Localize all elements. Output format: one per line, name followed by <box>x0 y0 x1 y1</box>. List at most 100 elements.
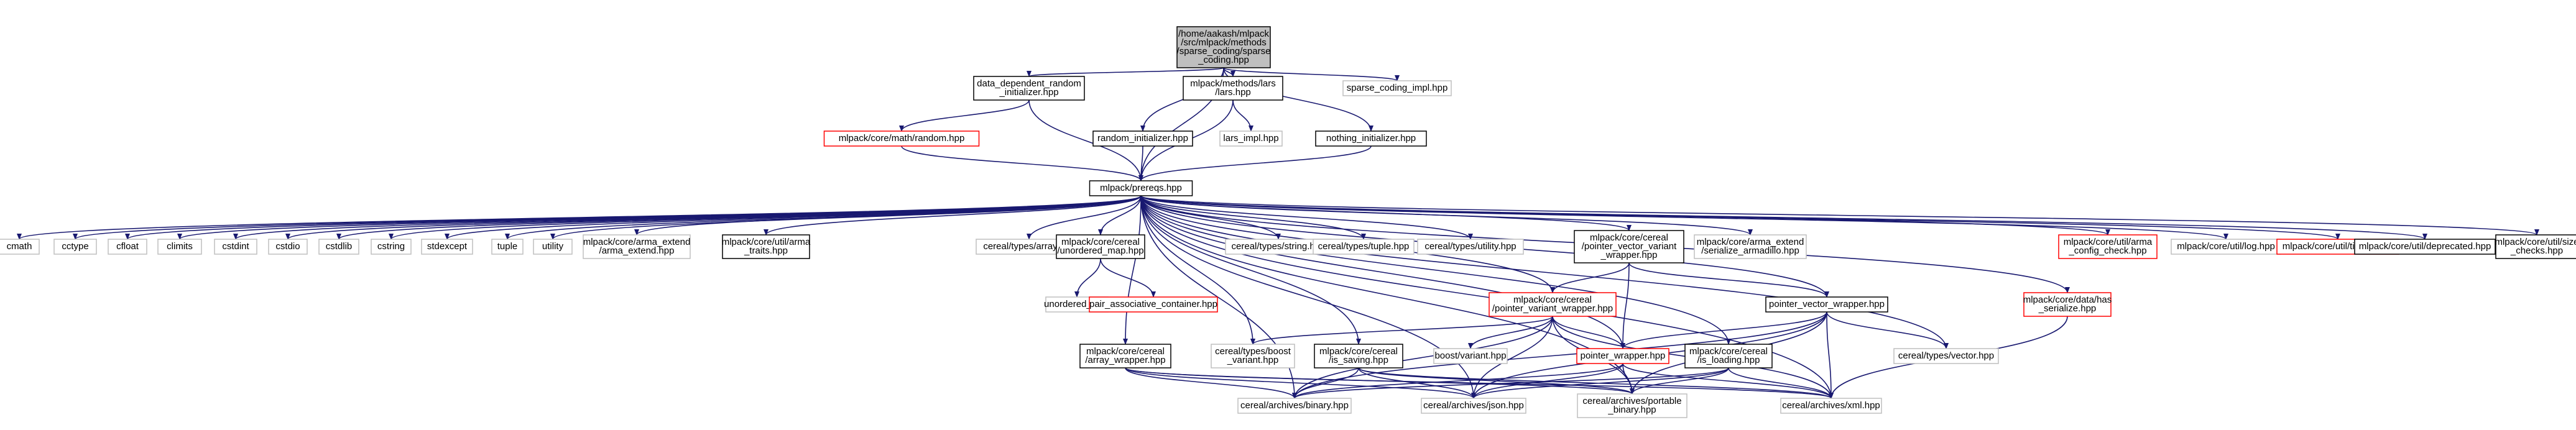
node-label-line: cereal/types/utility.hpp <box>1424 241 1516 252</box>
node-random[interactable]: mlpack/core/math/random.hpp <box>823 130 980 147</box>
node-label-line: pair_associative_container.hpp <box>1089 299 1217 309</box>
node-label-line: mlpack/core/cereal <box>1513 295 1592 305</box>
edge-prereqs-to-ctvector <box>1140 195 1949 349</box>
node-pairassoc[interactable]: pair_associative_container.hpp <box>1089 296 1218 313</box>
node-sizechecks[interactable]: mlpack/core/util/size_checks.hpp <box>2495 234 2576 259</box>
node-box <box>1089 296 1218 313</box>
node-pvvw[interactable]: mlpack/core/cereal/pointer_vector_varian… <box>1574 230 1684 263</box>
node-box <box>1176 26 1271 68</box>
node-box <box>53 239 97 255</box>
edge-isloading-to-cabinary <box>1292 367 1729 399</box>
node-label-line: /home/aakash/mlpack <box>1178 29 1269 39</box>
node-cstdint: cstdint <box>214 239 257 255</box>
node-randinit[interactable]: random_initializer.hpp <box>1092 130 1193 147</box>
node-label-line: _variant.hpp <box>1227 355 1279 365</box>
node-box <box>214 239 257 255</box>
edge-pvecw-to-ctvector <box>1826 311 1949 349</box>
node-label-line: mlpack/core/arma_extend <box>583 237 691 247</box>
node-label-line: /pointer_variant_wrapper.hpp <box>1492 303 1613 314</box>
node-ctumap[interactable]: mlpack/core/cereal/unordered_map.hpp <box>1056 234 1145 259</box>
node-isloading[interactable]: mlpack/core/cereal/is_loading.hpp <box>1684 344 1773 368</box>
node-ptrw[interactable]: pointer_wrapper.hpp <box>1576 348 1669 364</box>
node-label-line: mlpack/core/cereal <box>1689 346 1768 357</box>
edge-prereqs-to-armatraits <box>764 195 1142 236</box>
node-label-line: cereal/types/boost <box>1215 346 1291 357</box>
node-box <box>1056 234 1145 259</box>
node-label-line: _initializer.hpp <box>999 87 1058 98</box>
node-box <box>157 239 202 255</box>
edge-ctumap-to-umap <box>1074 258 1101 298</box>
edge-pvw-to-ctboost <box>1250 316 1553 345</box>
node-box <box>1417 239 1524 255</box>
node-box <box>1313 239 1415 255</box>
node-cstring: cstring <box>371 239 412 255</box>
edge-pvecw-to-ptrw <box>1620 311 1827 349</box>
node-cctype: cctype <box>53 239 97 255</box>
node-label-line: cstdint <box>222 241 249 252</box>
edge-ctumap-to-pairassoc <box>1100 258 1156 298</box>
node-label-line: pointer_wrapper.hpp <box>1581 350 1666 361</box>
node-pvecw[interactable]: pointer_vector_wrapper.hpp <box>1765 296 1888 313</box>
node-serarma: mlpack/core/arma_extend/serialize_armadi… <box>1694 234 1807 259</box>
node-cabinary: cereal/archives/binary.hpp <box>1237 398 1352 414</box>
node-box <box>1219 130 1283 147</box>
edge-prereqs-to-cctype <box>73 195 1142 240</box>
node-label-line: mlpack/core/data/has <box>2023 295 2112 305</box>
node-label-line: cereal/types/tuple.hpp <box>1318 241 1410 252</box>
node-prereqs[interactable]: mlpack/prereqs.hpp <box>1089 180 1193 196</box>
node-hasser[interactable]: mlpack/core/data/has_serialize.hpp <box>2023 292 2112 317</box>
node-box <box>2171 239 2281 255</box>
edge-prereqs-to-ctumap <box>1098 195 1142 236</box>
edge-pvvw-to-pvw <box>1550 262 1630 293</box>
node-tuple: tuple <box>491 239 524 255</box>
node-lars[interactable]: mlpack/methods/lars/lars.hpp <box>1183 76 1283 101</box>
node-pvw[interactable]: mlpack/core/cereal/pointer_variant_wrapp… <box>1489 292 1617 317</box>
edge-pvw-to-ptrw <box>1552 316 1625 349</box>
node-label-line: climits <box>167 241 193 252</box>
node-box <box>2058 234 2158 259</box>
node-box <box>1079 344 1171 368</box>
node-label-line: /array_wrapper.hpp <box>1085 355 1165 365</box>
node-label-line: cereal/types/string.hpp <box>1232 241 1326 252</box>
node-box <box>1780 398 1882 414</box>
node-box <box>421 239 473 255</box>
edge-pvecw-to-caxml <box>1826 311 1834 399</box>
node-stdexcept: stdexcept <box>421 239 473 255</box>
node-box <box>2354 239 2496 255</box>
node-armacfg[interactable]: mlpack/core/util/arma_config_check.hpp <box>2058 234 2158 259</box>
edge-prereqs-to-timers <box>1140 195 2340 240</box>
edge-prereqs-to-ptrw <box>1140 195 1625 349</box>
edge-root-to-ddri <box>1027 67 1224 77</box>
node-label-line: mlpack/core/util/log.hpp <box>2177 241 2275 252</box>
node-box <box>1433 348 1508 364</box>
node-deprecated[interactable]: mlpack/core/util/deprecated.hpp <box>2354 239 2496 255</box>
node-label-line: tuple <box>497 241 518 252</box>
node-cttuple: cereal/types/tuple.hpp <box>1313 239 1415 255</box>
node-label-line: mlpack/core/util/size <box>2495 237 2576 247</box>
node-armatraits[interactable]: mlpack/core/util/arma_traits.hpp <box>722 234 811 259</box>
node-label-line: cstdio <box>275 241 300 252</box>
edge-ddri-to-random <box>899 99 1030 132</box>
node-climits: climits <box>157 239 202 255</box>
edge-ptrw-to-caxml <box>1622 363 1834 399</box>
node-caportable: cereal/archives/portable_binary.hpp <box>1577 393 1687 418</box>
node-label-line: /src/mlpack/methods <box>1181 37 1267 48</box>
node-box <box>1577 393 1687 418</box>
node-ddri[interactable]: data_dependent_random_initializer.hpp <box>973 76 1085 101</box>
node-label-line: mlpack/core/math/random.hpp <box>839 133 965 144</box>
edge-prereqs-to-isloading <box>1140 195 1731 345</box>
node-box <box>1089 180 1193 196</box>
node-issaving[interactable]: mlpack/core/cereal/is_saving.hpp <box>1314 344 1403 368</box>
node-box <box>108 239 147 255</box>
edge-arrw-to-caxml <box>1125 367 1834 399</box>
edge-prereqs-to-ctstring <box>1140 195 1281 240</box>
node-box <box>1211 344 1295 368</box>
node-label-line: pointer_vector_wrapper.hpp <box>1769 299 1885 309</box>
edge-prereqs-to-ctarray <box>1027 195 1142 240</box>
node-root[interactable]: /home/aakash/mlpack/src/mlpack/methods/s… <box>1176 26 1271 68</box>
node-label-line: cfloat <box>116 241 139 252</box>
node-arrw[interactable]: mlpack/core/cereal/array_wrapper.hpp <box>1079 344 1171 368</box>
node-nothing[interactable]: nothing_initializer.hpp <box>1315 130 1427 147</box>
node-log: mlpack/core/util/log.hpp <box>2171 239 2281 255</box>
